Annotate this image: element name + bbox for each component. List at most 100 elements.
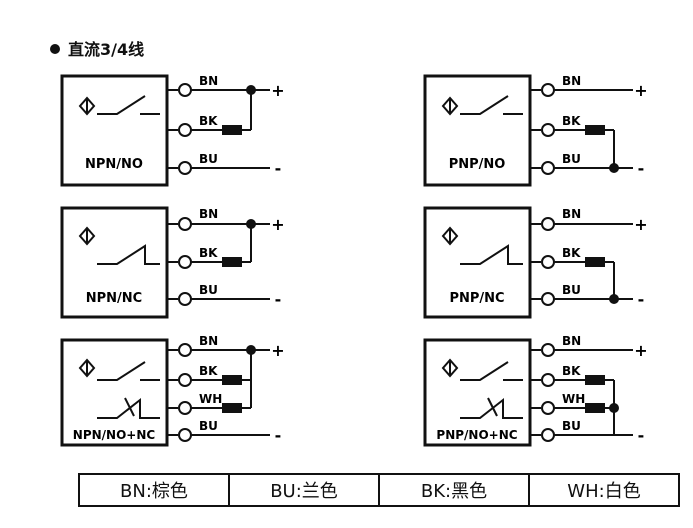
wire-label-bk: BK [562,246,581,260]
load-resistor-icon [222,125,242,135]
switch-contact-icon [97,95,160,115]
sensor-coil-icon [78,358,96,378]
negative-terminal-sign: - [275,290,282,309]
wire-label-bk: BK [199,114,218,128]
wire-label-bu: BU [562,419,581,433]
terminal-circle-icon [541,83,555,97]
terminal-circle-icon [541,401,555,415]
wire-label-bu: BU [199,283,218,297]
legend-cell-bk: BK:黑色 [378,473,530,507]
load-resistor-icon [585,375,605,385]
negative-terminal-sign: - [638,426,645,445]
wire-label-bn: BN [199,334,218,348]
section-title: 直流3/4线 [50,36,144,60]
load-resistor-icon [222,257,242,267]
block-pnp-nc: PNP/NC BN BK BU + - [423,206,648,319]
load-resistor-icon [222,403,242,413]
terminal-circle-icon [541,428,555,442]
load-resistor-icon [585,125,605,135]
terminal-circle-icon [178,83,192,97]
terminal-circle-icon [541,373,555,387]
switch-contact-icon [460,244,523,265]
sensor-coil-icon [441,96,459,116]
legend-cell-bn: BN:棕色 [78,473,230,507]
terminal-circle-icon [178,343,192,357]
terminal-circle-icon [541,255,555,269]
wire-label-bu: BU [562,283,581,297]
wire-label-bu: BU [199,419,218,433]
wire-label-bk: BK [562,364,581,378]
block-pnp-no: PNP/NO BN BK BU + - [423,74,648,187]
block-label: NPN/NO+NC [73,428,156,442]
switch-contact-icon [460,361,523,419]
sensor-coil-icon [441,226,459,246]
positive-terminal-sign: + [271,81,284,100]
terminal-circle-icon [178,123,192,137]
wire-label-wh: WH [562,392,585,406]
wire-label-bn: BN [562,207,581,221]
terminal-circle-icon [541,217,555,231]
terminal-circle-icon [178,292,192,306]
negative-terminal-sign: - [275,159,282,178]
positive-terminal-sign: + [634,341,647,360]
terminal-circle-icon [541,123,555,137]
wire-label-bu: BU [199,152,218,166]
block-label: PNP/NO+NC [436,428,517,442]
bullet-dot-icon [50,44,60,54]
block-label: PNP/NC [449,291,504,306]
sensor-coil-icon [78,96,96,116]
terminal-circle-icon [178,428,192,442]
sensor-box [423,338,532,447]
wire-label-wh: WH [199,392,222,406]
sensor-coil-icon [78,226,96,246]
legend-cell-wh: WH:白色 [528,473,680,507]
switch-contact-icon [460,95,523,115]
junction-dot [246,219,256,229]
section-title-text: 直流3/4线 [68,40,145,59]
positive-terminal-sign: + [271,215,284,234]
block-npn-no: NPN/NO BN BK BU + - [60,74,285,187]
block-npn-nc: NPN/NC BN BK BU + - [60,206,285,319]
block-pnp-no-nc: PNP/NO+NC BN BK WH BU + - [423,334,648,447]
positive-terminal-sign: + [271,341,284,360]
terminal-circle-icon [541,292,555,306]
junction-dot [246,85,256,95]
load-resistor-icon [585,257,605,267]
junction-dot [609,403,619,413]
switch-contact-icon [97,244,160,265]
wire-label-bk: BK [199,246,218,260]
legend-cell-bu: BU:兰色 [228,473,380,507]
terminal-circle-icon [541,343,555,357]
junction-dot [609,294,619,304]
negative-terminal-sign: - [638,159,645,178]
block-label: NPN/NO [85,157,143,172]
sensor-coil-icon [441,358,459,378]
wire-label-bn: BN [562,74,581,88]
wire-label-bn: BN [562,334,581,348]
block-label: NPN/NC [86,291,142,306]
load-resistor-icon [585,403,605,413]
color-legend-table: BN:棕色 BU:兰色 BK:黑色 WH:白色 [78,473,680,507]
wiring-diagram: NPN/NO BN BK BU + - PNP/NO [60,74,648,447]
block-label: PNP/NO [449,157,506,172]
sensor-box [60,338,169,447]
positive-terminal-sign: + [634,81,647,100]
terminal-circle-icon [178,373,192,387]
wire-label-bn: BN [199,207,218,221]
wire-label-bk: BK [562,114,581,128]
block-npn-no-nc: NPN/NO+NC BN BK WH BU + - [60,334,285,447]
junction-dot [246,345,256,355]
switch-contact-icon [97,361,160,419]
negative-terminal-sign: - [638,290,645,309]
positive-terminal-sign: + [634,215,647,234]
junction-dot [609,163,619,173]
negative-terminal-sign: - [275,426,282,445]
wire-label-bu: BU [562,152,581,166]
terminal-circle-icon [178,161,192,175]
terminal-circle-icon [178,217,192,231]
terminal-circle-icon [178,255,192,269]
load-resistor-icon [222,375,242,385]
wire-label-bk: BK [199,364,218,378]
terminal-circle-icon [541,161,555,175]
wire-label-bn: BN [199,74,218,88]
